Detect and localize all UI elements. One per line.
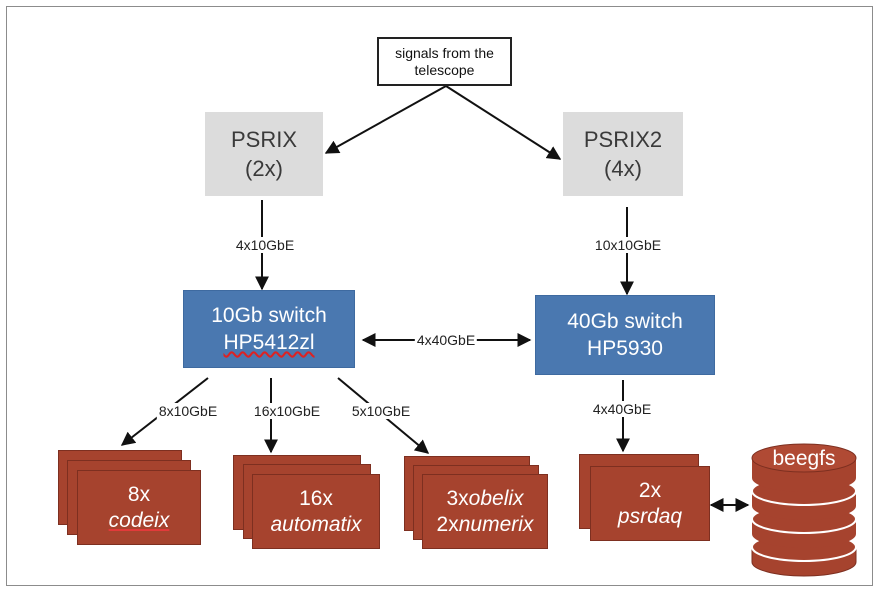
switch-40gb: 40Gb switch HP5930: [535, 295, 715, 375]
link-label-psrix: 4x10GbE: [233, 237, 297, 253]
psrdaq-count: 2x: [638, 478, 662, 502]
signal-source-box: signals from the telescope: [377, 37, 512, 86]
link-label-psrdaq: 4x40GbE: [590, 401, 654, 417]
psrix2-box: PSRIX2 (4x): [563, 112, 683, 196]
numerix-name: numerix: [458, 512, 534, 536]
codeix-name: codeix: [108, 508, 170, 532]
diagram-frame: [6, 6, 873, 586]
beegfs-database-icon: [751, 443, 857, 577]
codeix-card-front: 8x codeix: [77, 470, 201, 545]
codeix-count: 8x: [127, 482, 151, 506]
numerix-line: 2xnumerix: [437, 512, 534, 538]
obelix-line: 3xobelix: [446, 486, 523, 512]
link-label-psrix2: 10x10GbE: [592, 237, 664, 253]
signal-source-line2: telescope: [414, 61, 475, 78]
link-label-switch-interconnect: 4x40GbE: [414, 332, 478, 348]
switch-40gb-title: 40Gb switch: [567, 310, 683, 333]
arrow-source-to-psrix: [324, 85, 447, 154]
signal-source-line1: signals from the: [395, 44, 494, 61]
link-label-obelix: 5x10GbE: [349, 403, 413, 419]
switch-10gb-model: HP5412zl: [223, 331, 315, 354]
numerix-count: 2x: [436, 512, 459, 536]
switch-10gb: 10Gb switch HP5412zl: [183, 290, 355, 368]
link-label-codeix: 8x10GbE: [156, 403, 220, 419]
switch-10gb-title: 10Gb switch: [211, 304, 327, 327]
psrix2-name: PSRIX2: [583, 127, 663, 152]
beegfs-label: beegfs: [772, 447, 836, 470]
psrdaq-card-front: 2x psrdaq: [590, 466, 710, 541]
automatix-name: automatix: [270, 512, 362, 536]
automatix-card-front: 16x automatix: [252, 474, 380, 549]
arrow-source-to-psrix2: [445, 85, 562, 160]
obelix-count: 3x: [446, 486, 469, 510]
psrix-count: (2x): [245, 156, 283, 181]
psrdaq-name: psrdaq: [617, 504, 683, 528]
psrix-box: PSRIX (2x): [205, 112, 323, 196]
psrix-name: PSRIX: [230, 127, 298, 152]
obelix-name: obelix: [468, 486, 524, 510]
link-label-automatix: 16x10GbE: [251, 403, 323, 419]
automatix-count: 16x: [299, 486, 333, 510]
switch-40gb-model: HP5930: [587, 337, 663, 360]
psrix2-count: (4x): [604, 156, 642, 181]
obelix-card-front: 3xobelix 2xnumerix: [422, 474, 548, 549]
